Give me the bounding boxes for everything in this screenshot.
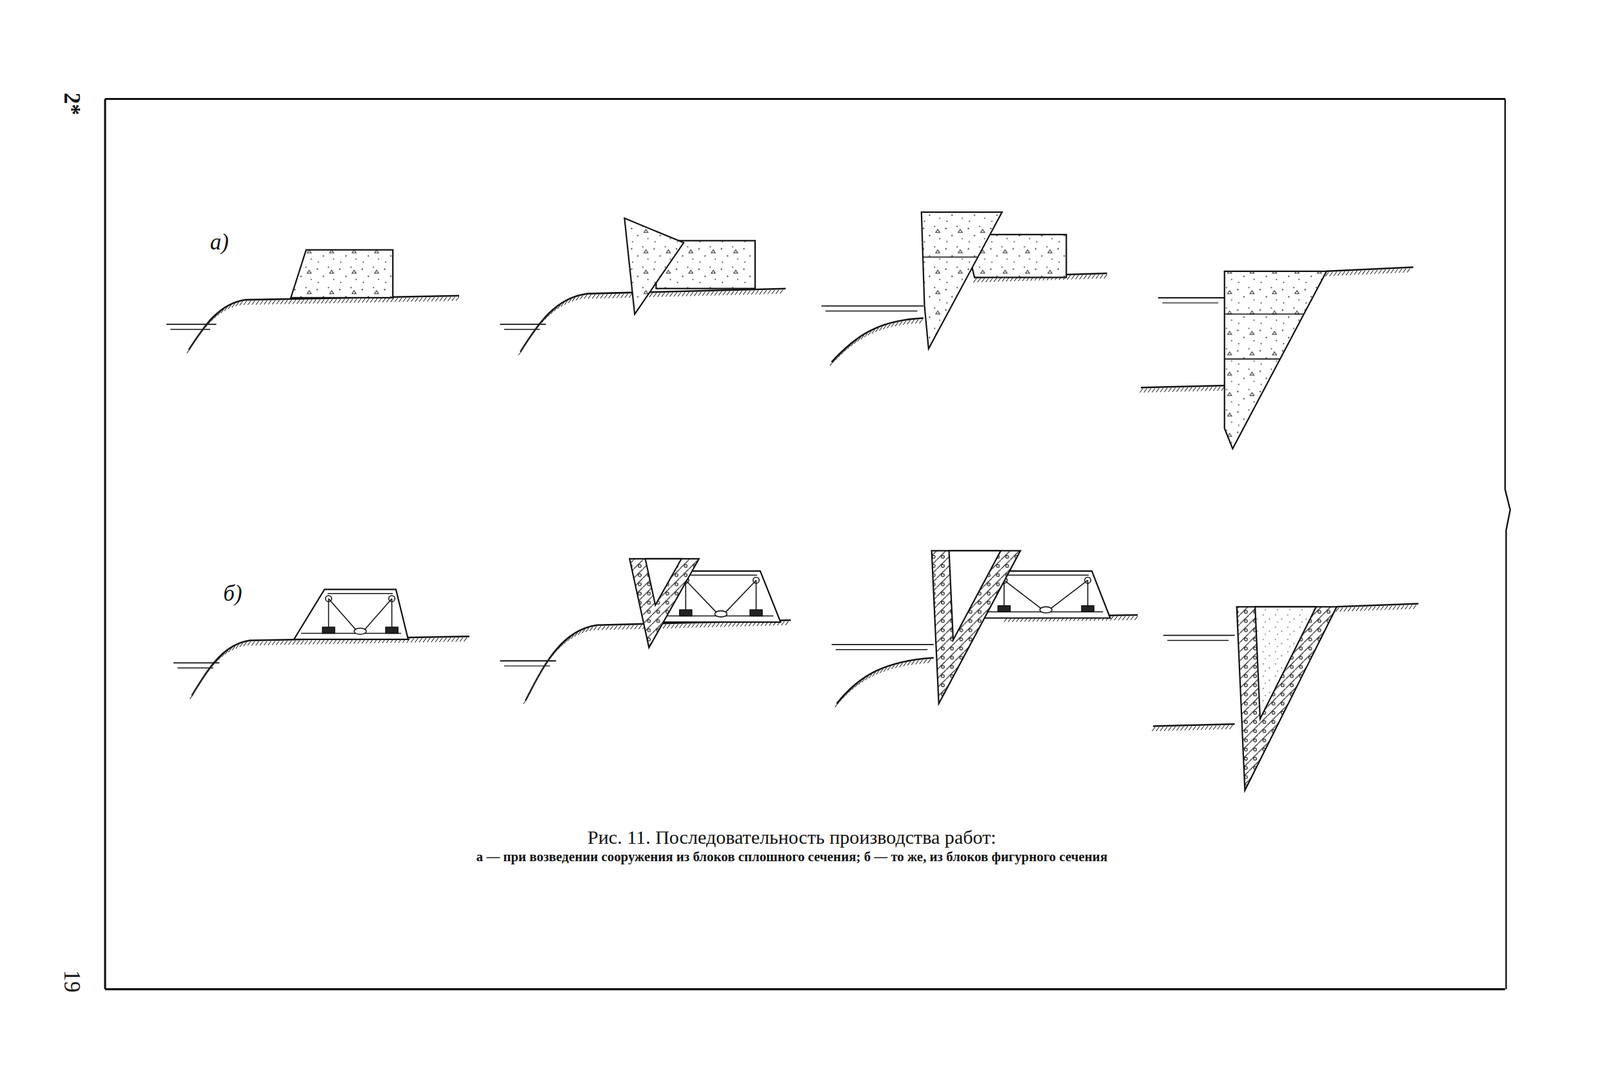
water-level — [499, 324, 546, 330]
water-level — [499, 661, 556, 667]
solid-block — [921, 212, 1003, 349]
water-level — [166, 324, 217, 330]
ground-line — [189, 636, 469, 700]
figure-caption: Рис. 11. Последовательность производства… — [587, 827, 997, 849]
solid-block — [624, 218, 684, 315]
water-level — [821, 306, 924, 312]
block-joint — [922, 256, 978, 258]
caption-legend: а — при возведении сооружения из блоков … — [475, 849, 1108, 865]
page-mark: 2* — [59, 92, 84, 116]
ground-line — [1325, 267, 1413, 277]
truss-frame — [294, 589, 409, 640]
page-number: 19 — [59, 970, 84, 994]
ground-line — [518, 288, 786, 356]
construction-stages — [166, 212, 1419, 791]
frame — [105, 98, 1511, 990]
truss — [301, 593, 402, 635]
block-core — [1254, 606, 1317, 720]
block-joint — [1224, 313, 1304, 315]
ground-line — [1139, 385, 1228, 393]
ground-line — [835, 657, 934, 708]
shaped-block — [931, 550, 1021, 704]
shaped-block — [1236, 606, 1337, 791]
ground-line — [187, 296, 460, 354]
subfigure-letter: б) — [223, 581, 242, 607]
block-core — [645, 559, 682, 606]
ground-line — [1335, 604, 1419, 613]
shaped-block — [629, 559, 700, 649]
block-core — [949, 550, 1001, 640]
ground-line — [829, 318, 924, 367]
ground-line — [1151, 724, 1235, 732]
water-level — [831, 644, 934, 651]
block-joint — [1224, 358, 1280, 360]
water-level — [1163, 635, 1235, 642]
solid-block — [290, 250, 393, 298]
solid-block — [1224, 271, 1327, 449]
water-level — [1158, 297, 1225, 304]
subfigure-letter: а) — [210, 230, 229, 255]
